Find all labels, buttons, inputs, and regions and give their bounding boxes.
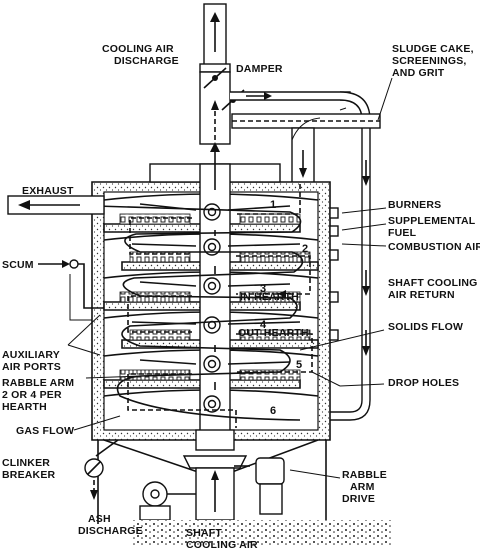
ground <box>132 520 392 546</box>
svg-text:AUXILIARY: AUXILIARY <box>2 349 60 361</box>
svg-text:BREAKER: BREAKER <box>2 469 56 481</box>
auxiliary-air-ports <box>67 314 141 431</box>
label-scum: SCUM <box>2 259 34 271</box>
label-cooling-air-discharge: COOLING AIR DISCHARGE <box>102 43 179 67</box>
central-shaft <box>199 100 231 435</box>
label-rabble-arm: RABBLE ARM 2 OR 4 PER HEARTH <box>2 377 74 413</box>
label-damper: DAMPER <box>236 63 283 75</box>
label-drop-holes: DROP HOLES <box>388 377 459 389</box>
label-shaft-cooling-air: SHAFT COOLING AIR <box>186 527 258 551</box>
scum-inlet <box>38 259 104 321</box>
exhaust-duct <box>7 195 105 215</box>
svg-text:RABBLE: RABBLE <box>342 469 387 481</box>
label-clinker-breaker: CLINKER BREAKER <box>2 457 56 481</box>
svg-text:COOLING AIR: COOLING AIR <box>102 43 174 55</box>
svg-text:ASH: ASH <box>88 513 111 525</box>
svg-text:COOLING AIR: COOLING AIR <box>186 539 258 551</box>
label-rabble-arm-drive: RABBLE ARM DRIVE <box>342 469 387 505</box>
svg-text:AND GRIT: AND GRIT <box>392 67 445 79</box>
svg-text:DISCHARGE: DISCHARGE <box>114 55 179 67</box>
svg-text:SCREENINGS,: SCREENINGS, <box>392 55 467 67</box>
shaft-cooling-fan-icon <box>139 481 196 521</box>
label-in-hearth: IN HEARTH <box>240 291 299 303</box>
hearth-number-5: 5 <box>296 359 302 371</box>
svg-text:SLUDGE CAKE,: SLUDGE CAKE, <box>392 43 474 55</box>
gas-flow-path <box>95 205 304 421</box>
svg-text:RABBLE ARM: RABBLE ARM <box>2 377 74 389</box>
label-exhaust: EXHAUST <box>22 185 74 197</box>
label-gas-flow: GAS FLOW <box>16 425 74 437</box>
right-leaders <box>299 329 385 387</box>
hearth-number-6: 6 <box>270 405 276 417</box>
label-sludge-feed: SLUDGE CAKE, SCREENINGS, AND GRIT <box>392 43 474 79</box>
hearth-number-4: 4 <box>260 319 267 331</box>
svg-text:DISCHARGE: DISCHARGE <box>78 525 143 537</box>
svg-text:AIR RETURN: AIR RETURN <box>388 289 455 301</box>
label-shaft-cooling-air-return: SHAFT COOLING AIR RETURN <box>388 277 478 301</box>
burners <box>329 207 387 341</box>
hearth-number-3: 3 <box>260 283 266 295</box>
svg-text:SHAFT COOLING: SHAFT COOLING <box>388 277 478 289</box>
hearth-number-2: 2 <box>302 243 308 255</box>
hearth-numbers: 1 2 3 4 5 6 <box>260 199 308 417</box>
svg-text:SHAFT: SHAFT <box>186 527 222 539</box>
rabble-arm-drive-icon <box>234 457 341 515</box>
furnace-base <box>97 429 327 524</box>
svg-text:AIR PORTS: AIR PORTS <box>2 361 61 373</box>
sludge-feed-conveyor <box>231 107 381 185</box>
clinker-breaker-icon <box>84 439 119 500</box>
label-supplemental-fuel: SUPPLEMENTAL FUEL <box>388 215 476 239</box>
svg-text:HEARTH: HEARTH <box>2 401 47 413</box>
svg-text:FUEL: FUEL <box>388 227 417 239</box>
label-combustion-air: COMBUSTION AIR <box>388 241 480 253</box>
label-burners: BURNERS <box>388 199 441 211</box>
svg-text:CLINKER: CLINKER <box>2 457 50 469</box>
label-solids-flow: SOLIDS FLOW <box>388 321 463 333</box>
svg-text:ARM: ARM <box>350 481 375 493</box>
svg-text:DRIVE: DRIVE <box>342 493 375 505</box>
hearth-number-1: 1 <box>270 199 276 211</box>
svg-text:2 OR 4 PER: 2 OR 4 PER <box>2 389 62 401</box>
svg-text:SUPPLEMENTAL: SUPPLEMENTAL <box>388 215 476 227</box>
label-auxiliary-air-ports: AUXILIARY AIR PORTS <box>2 349 61 373</box>
label-out-hearth: OUT HEARTH <box>238 327 309 339</box>
label-ash-discharge: ASH DISCHARGE <box>78 513 143 537</box>
